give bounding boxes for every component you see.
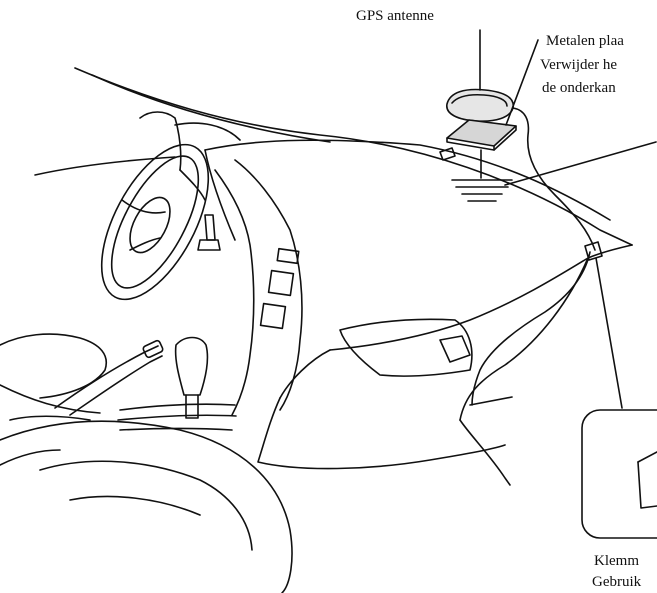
- clamp-label-line2: Gebruik: [592, 574, 642, 590]
- center-console: [197, 159, 303, 416]
- ground-symbol: [451, 141, 657, 202]
- handbrake: [54, 339, 164, 416]
- steering-wheel: [100, 111, 210, 301]
- cable-clamp: [584, 241, 623, 409]
- dashboard-outline: [174, 122, 633, 486]
- metal-plate-label-line2: Verwijder he: [540, 57, 618, 73]
- seats: [0, 333, 293, 593]
- metal-plate-label-line3: de onderkan: [542, 80, 616, 96]
- clamp-detail-callout: [581, 409, 657, 539]
- metal-plate-label-line1: Metalen plaa: [546, 33, 624, 49]
- clamp-label-line1: Klemm: [594, 553, 639, 569]
- gear-shifter: [117, 336, 237, 431]
- gps-antenna: [446, 29, 514, 122]
- glovebox-outline: [339, 318, 513, 406]
- metal-plate: [446, 39, 539, 151]
- gps-antenna-label: GPS antenne: [356, 8, 434, 24]
- windshield-outline: [34, 67, 633, 246]
- antenna-cable: [439, 107, 596, 406]
